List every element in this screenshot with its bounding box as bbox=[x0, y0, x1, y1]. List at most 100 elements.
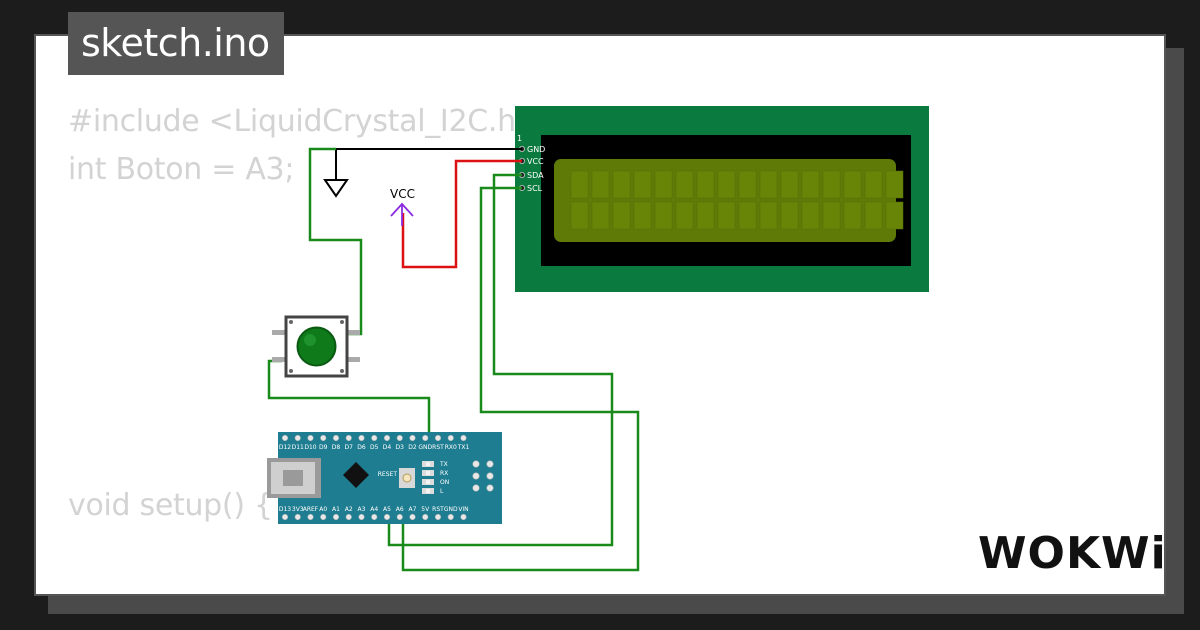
lcd-cell bbox=[885, 201, 904, 230]
nano-pin-label: A7 bbox=[409, 506, 417, 513]
lcd-cell bbox=[738, 170, 757, 199]
lcd-cell bbox=[780, 201, 799, 230]
nano-pin-label: D11 bbox=[292, 444, 304, 451]
ground-symbol bbox=[323, 179, 349, 198]
wokwi-logo-text: WOKWi bbox=[978, 528, 1167, 579]
nano-pin-bottom-a6[interactable] bbox=[396, 513, 403, 520]
lcd-cell bbox=[570, 201, 589, 230]
nano-pin-label: VIN bbox=[458, 506, 468, 513]
lcd-cell bbox=[612, 201, 631, 230]
nano-pin-label: A3 bbox=[358, 506, 366, 513]
icsp-pin bbox=[472, 472, 480, 480]
nano-pin-top-d9[interactable] bbox=[320, 434, 327, 441]
nano-pin-bottom-aref[interactable] bbox=[307, 513, 314, 520]
lcd-pin-label-gnd: GND bbox=[527, 145, 545, 154]
lcd-cell bbox=[570, 170, 589, 199]
nano-pin-bottom-a1[interactable] bbox=[332, 513, 339, 520]
nano-pin-top-d8[interactable] bbox=[332, 434, 339, 441]
nano-pin-label: RST bbox=[432, 444, 444, 451]
nano-pin-top-d10[interactable] bbox=[307, 434, 314, 441]
lcd-cell bbox=[612, 170, 631, 199]
led-label: L bbox=[440, 488, 444, 495]
lcd-pin-label-scl: SCL bbox=[527, 184, 543, 193]
nano-pin-top-d7[interactable] bbox=[345, 434, 352, 441]
wire-vcc[interactable] bbox=[401, 159, 522, 269]
lcd-cell bbox=[738, 201, 757, 230]
nano-pin-label: GND bbox=[444, 506, 458, 513]
wire-sda[interactable] bbox=[387, 173, 614, 547]
nano-pin-top-d5[interactable] bbox=[371, 434, 378, 441]
nano-pin-bottom-a2[interactable] bbox=[345, 513, 352, 520]
nano-pin-bottom-a4[interactable] bbox=[371, 513, 378, 520]
lcd-cell bbox=[591, 201, 610, 230]
code-line-boton: int Boton = A3; bbox=[68, 152, 295, 187]
nano-pin-bottom-5v[interactable] bbox=[422, 513, 429, 520]
nano-pin-bottom-a3[interactable] bbox=[358, 513, 365, 520]
nano-pin-bottom-gnd[interactable] bbox=[447, 513, 454, 520]
lcd-cell bbox=[696, 201, 715, 230]
nano-pin-label: D13 bbox=[279, 506, 291, 513]
lcd-cell bbox=[654, 170, 673, 199]
lcd-cell bbox=[633, 170, 652, 199]
lcd-character-cells bbox=[570, 170, 904, 230]
wire-scl[interactable] bbox=[401, 186, 640, 572]
nano-pin-top-gnd[interactable] bbox=[422, 434, 429, 441]
code-line-include: #include <LiquidCrystal_I2C.h> bbox=[68, 104, 541, 139]
lcd-pin1-marker: 1 bbox=[517, 134, 522, 143]
lcd-cell bbox=[759, 170, 778, 199]
nano-pin-bottom-a7[interactable] bbox=[409, 513, 416, 520]
nano-pin-label: TX1 bbox=[457, 444, 470, 451]
nano-pin-top-d11[interactable] bbox=[294, 434, 301, 441]
nano-pin-top-d3[interactable] bbox=[396, 434, 403, 441]
icsp-pin bbox=[472, 460, 480, 468]
nano-pin-bottom-vin[interactable] bbox=[460, 513, 467, 520]
nano-pin-bottom-rst[interactable] bbox=[434, 513, 441, 520]
lcd-cell bbox=[885, 170, 904, 199]
icsp-pin bbox=[486, 484, 494, 492]
nano-pin-label: D9 bbox=[319, 444, 328, 451]
vcc-marker: VCC bbox=[390, 187, 415, 226]
nano-pin-top-d6[interactable] bbox=[358, 434, 365, 441]
lcd-cell bbox=[675, 170, 694, 199]
lcd-pin-label-vcc: VCC bbox=[527, 157, 544, 166]
lcd-cell bbox=[822, 201, 841, 230]
nano-pin-label: AREF bbox=[303, 506, 319, 513]
lcd-cell bbox=[696, 170, 715, 199]
pushbutton[interactable] bbox=[272, 315, 360, 378]
lcd-cell bbox=[843, 201, 862, 230]
icsp-pin bbox=[472, 484, 480, 492]
nano-pin-top-d12[interactable] bbox=[281, 434, 288, 441]
nano-pin-top-rst[interactable] bbox=[434, 434, 441, 441]
lcd-cell bbox=[717, 201, 736, 230]
icsp-pin bbox=[486, 472, 494, 480]
lcd-cell bbox=[717, 170, 736, 199]
nano-pin-label: D6 bbox=[357, 444, 366, 451]
lcd-cell bbox=[654, 201, 673, 230]
lcd-cell bbox=[822, 170, 841, 199]
nano-pin-bottom-a5[interactable] bbox=[383, 513, 390, 520]
lcd-cell bbox=[801, 170, 820, 199]
nano-pin-bottom-a0[interactable] bbox=[320, 513, 327, 520]
lcd-cell bbox=[591, 170, 610, 199]
led-label: TX bbox=[439, 461, 448, 468]
nano-pin-label: A0 bbox=[319, 506, 327, 513]
nano-pin-top-rx0[interactable] bbox=[447, 434, 454, 441]
nano-pin-label: A5 bbox=[383, 506, 391, 513]
nano-pin-label: 3V3 bbox=[292, 506, 304, 513]
nano-pin-label: D5 bbox=[370, 444, 379, 451]
nano-pin-label: D12 bbox=[279, 444, 291, 451]
pushbutton-cap[interactable] bbox=[296, 326, 337, 367]
nano-pin-bottom-d13[interactable] bbox=[281, 513, 288, 520]
nano-pin-top-d2[interactable] bbox=[409, 434, 416, 441]
nano-pin-top-tx1[interactable] bbox=[460, 434, 467, 441]
wokwi-logo: WOKWi bbox=[978, 528, 1167, 579]
nano-pin-bottom-3v3[interactable] bbox=[294, 513, 301, 520]
nano-pin-label: D7 bbox=[345, 444, 354, 451]
nano-pin-top-d4[interactable] bbox=[383, 434, 390, 441]
nano-pin-label: A4 bbox=[370, 506, 378, 513]
icsp-pin bbox=[486, 460, 494, 468]
lcd-cell bbox=[864, 170, 883, 199]
wires bbox=[267, 147, 640, 572]
